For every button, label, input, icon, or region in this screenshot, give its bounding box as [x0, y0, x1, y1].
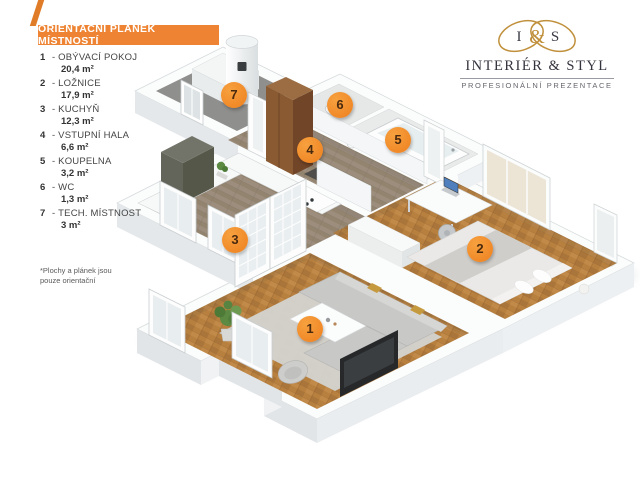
living-windows	[148, 288, 273, 379]
legend-room-name: LOŽNICE	[58, 78, 101, 89]
exterior-wall-faces	[117, 91, 634, 443]
disclaimer-note: *Plochy a plánek jsou pouze orientační	[40, 266, 112, 286]
room-legend: 1-OBÝVACÍ POKOJ 20,4 m² 2-LOŽNICE 17,9 m…	[40, 52, 190, 235]
room-marker-hall: 4	[297, 137, 323, 163]
legend-separator: -	[52, 208, 56, 219]
legend-room-name: KUCHYŇ	[58, 104, 100, 115]
page-title: ORIENTAČNÍ PLÁNEK MÍSTNOSTÍ	[38, 23, 219, 47]
bathroom-door	[423, 119, 445, 187]
legend-separator: -	[52, 78, 56, 89]
svg-text:&: &	[529, 26, 545, 48]
disclaimer-line-1: *Plochy a plánek jsou	[40, 266, 112, 275]
company-logo: I & S INTERIÉR & STYL PROFESIONÁLNÍ PREZ…	[448, 14, 626, 90]
legend-room-number: 5	[40, 156, 46, 167]
legend-room-name: WC	[58, 182, 75, 193]
room-marker-tech-room: 7	[221, 82, 247, 108]
armchair	[277, 360, 309, 384]
coffee-table	[289, 302, 367, 343]
hall-kitchen-wall	[316, 158, 372, 213]
legend-item: 1-OBÝVACÍ POKOJ 20,4 m²	[40, 52, 190, 75]
legend-item: 7-TECH. MÍSTNOST 3 m²	[40, 208, 190, 231]
legend-room-area: 3 m²	[61, 219, 81, 231]
living-plant	[214, 300, 242, 342]
kitchen-windows	[159, 180, 239, 265]
room-marker-living-room: 1	[297, 316, 323, 342]
legend-room-area: 20,4 m²	[61, 63, 94, 75]
legend-separator: -	[52, 130, 56, 141]
legend-separator: -	[52, 156, 56, 167]
legend-room-name: OBÝVACÍ POKOJ	[58, 52, 138, 63]
legend-room-number: 3	[40, 104, 46, 115]
legend-separator: -	[52, 104, 56, 115]
legend-room-area: 3,2 m²	[61, 167, 89, 179]
logo-monogram: I & S	[448, 14, 626, 58]
legend-room-number: 1	[40, 52, 46, 63]
svg-text:I: I	[517, 29, 522, 45]
legend-separator: -	[52, 52, 56, 63]
tv	[340, 330, 398, 397]
room-marker-bathroom: 5	[385, 127, 411, 153]
legend-room-area: 1,3 m²	[61, 193, 89, 205]
room-marker-wc: 6	[327, 92, 353, 118]
legend-room-area: 17,9 m²	[61, 89, 94, 101]
legend-separator: -	[52, 182, 56, 193]
legend-room-area: 12,3 m²	[61, 115, 94, 127]
tech-room-window	[180, 79, 204, 126]
bedroom-side-window	[593, 203, 618, 264]
legend-room-number: 2	[40, 78, 46, 89]
legend-item: 4-VSTUPNÍ HALA 6,6 m²	[40, 130, 190, 153]
svg-text:S: S	[551, 29, 559, 45]
legend-room-number: 7	[40, 208, 46, 219]
legend-room-name: KOUPELNA	[58, 156, 112, 167]
logo-divider	[460, 78, 614, 79]
legend-room-number: 6	[40, 182, 46, 193]
legend-room-name: TECH. MÍSTNOST	[58, 208, 142, 219]
legend-item: 6-WC 1,3 m²	[40, 182, 190, 205]
legend-room-area: 6,6 m²	[61, 141, 89, 153]
bedroom-window	[482, 143, 551, 231]
logo-infinity-loops-icon: I & S	[498, 19, 576, 53]
room-marker-kitchen: 3	[222, 227, 248, 253]
sofa	[298, 271, 448, 376]
kitchen-plant	[216, 161, 228, 180]
bedside-stool	[578, 283, 590, 295]
logo-tagline: PROFESIONÁLNÍ PREZENTACE	[461, 81, 613, 90]
room-marker-bedroom: 2	[467, 236, 493, 262]
legend-room-number: 4	[40, 130, 46, 141]
logo-company-name: INTERIÉR & STYL	[465, 58, 609, 74]
legend-item: 5-KOUPELNA 3,2 m²	[40, 156, 190, 179]
legend-item: 2-LOŽNICE 17,9 m²	[40, 78, 190, 101]
legend-item: 3-KUCHYŇ 12,3 m²	[40, 104, 190, 127]
legend-room-name: VSTUPNÍ HALA	[58, 130, 130, 141]
laptop	[441, 176, 460, 197]
glazed-double-door	[234, 178, 307, 288]
disclaimer-line-2: pouze orientační	[40, 276, 96, 285]
